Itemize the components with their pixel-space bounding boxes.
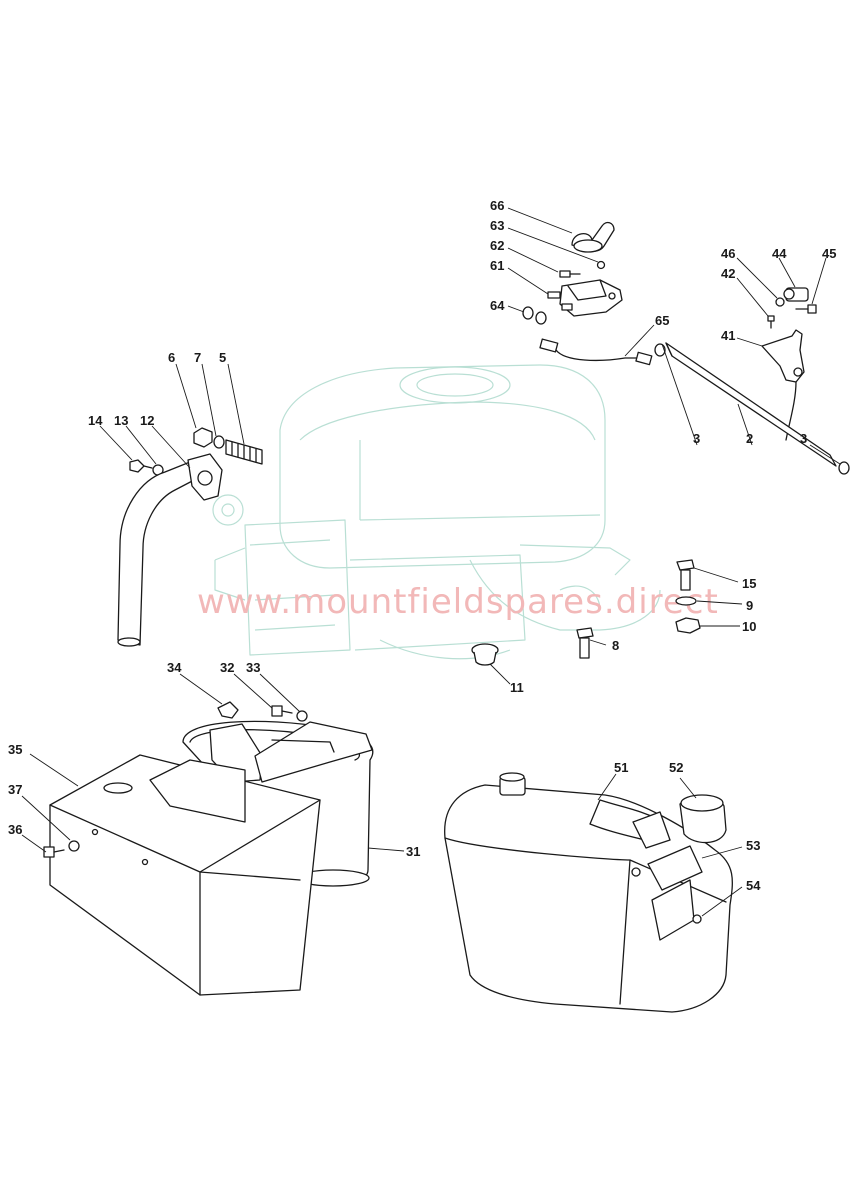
part-2-fuel-hose <box>665 342 837 467</box>
part-33-washer <box>296 710 308 722</box>
callout-42: 42 <box>721 266 735 281</box>
callout-13: 13 <box>114 413 128 428</box>
callout-3-left: 3 <box>693 431 700 446</box>
callout-51: 51 <box>614 760 628 775</box>
callout-12: 12 <box>140 413 154 428</box>
part-7-washer <box>213 435 225 449</box>
part-64-nuts <box>522 306 547 325</box>
callout-8: 8 <box>612 638 619 653</box>
part-51-fuel-tank <box>444 772 733 1013</box>
callout-5: 5 <box>219 350 226 365</box>
part-65-wire <box>539 338 653 366</box>
callout-36: 36 <box>8 822 22 837</box>
part-3-clip-left <box>654 343 666 357</box>
part-46-washer <box>775 297 785 307</box>
callout-65: 65 <box>655 313 669 328</box>
callout-53: 53 <box>746 838 760 853</box>
part-14-bolt <box>129 459 153 473</box>
callout-63: 63 <box>490 218 504 233</box>
callout-44: 44 <box>772 246 787 261</box>
part-42-screw <box>767 315 775 329</box>
callout-46: 46 <box>721 246 735 261</box>
part-45-screw <box>795 304 817 314</box>
callout-66: 66 <box>490 198 504 213</box>
part-62-screw <box>559 270 581 278</box>
callout-61: 61 <box>490 258 504 273</box>
callout-64: 64 <box>490 298 505 313</box>
leader-lines <box>21 207 841 917</box>
part-9-washer <box>675 596 697 606</box>
callout-34: 34 <box>167 660 182 675</box>
part-3-clip-right <box>838 461 850 475</box>
callout-37: 37 <box>8 782 22 797</box>
callout-62: 62 <box>490 238 504 253</box>
part-54-screw <box>692 914 702 924</box>
callout-6: 6 <box>168 350 175 365</box>
part-5-threaded-pipe <box>225 439 263 465</box>
part-66-boot <box>571 221 615 253</box>
callout-14: 14 <box>88 413 103 428</box>
part-34-clip <box>217 701 239 719</box>
callout-32: 32 <box>220 660 234 675</box>
part-8-bolt <box>576 627 594 659</box>
part-41-bracket <box>761 329 805 441</box>
callout-9: 9 <box>746 598 753 613</box>
callout-3-right: 3 <box>800 431 807 446</box>
callout-41: 41 <box>721 328 735 343</box>
callout-labels: 66 63 62 61 64 65 46 44 45 42 41 6 7 5 1… <box>8 198 836 893</box>
callout-7: 7 <box>194 350 201 365</box>
engine-ghost-outline <box>212 364 661 660</box>
callout-10: 10 <box>742 619 756 634</box>
callout-11: 11 <box>510 680 524 695</box>
part-52-cap <box>679 794 727 844</box>
callout-45: 45 <box>822 246 836 261</box>
callout-33: 33 <box>246 660 260 675</box>
part-35-cover <box>49 754 321 996</box>
part-10-nut <box>675 617 701 634</box>
part-37-washer <box>68 840 80 852</box>
part-6-nut <box>193 427 213 448</box>
callout-31: 31 <box>406 844 420 859</box>
part-32-bolt <box>271 705 293 717</box>
part-12-exhaust-pipe <box>117 453 223 647</box>
callout-54: 54 <box>746 878 761 893</box>
callout-2: 2 <box>746 431 753 446</box>
callout-52: 52 <box>669 760 683 775</box>
part-44-clamp <box>783 287 809 302</box>
callout-15: 15 <box>742 576 756 591</box>
watermark-text: www.mountfieldspares.direct <box>197 582 719 622</box>
part-36-screw <box>43 846 65 858</box>
part-61-solenoid <box>547 279 623 317</box>
part-53-bracket <box>631 845 703 941</box>
callout-35: 35 <box>8 742 22 757</box>
part-63-nut <box>596 260 606 270</box>
part-11-grommet <box>471 643 499 666</box>
